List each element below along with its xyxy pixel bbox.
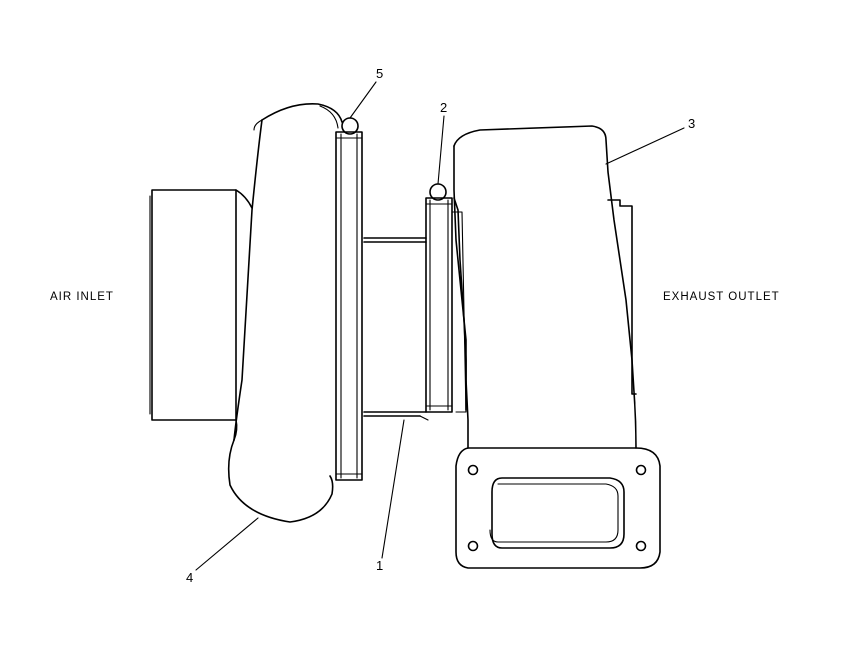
callout-2: 2 bbox=[440, 100, 447, 115]
callout-leaders bbox=[195, 81, 685, 571]
compressor-housing bbox=[227, 103, 343, 523]
callout-3: 3 bbox=[688, 116, 695, 131]
exhaust-flange bbox=[455, 447, 661, 569]
air-inlet-label: AIR INLET bbox=[50, 291, 114, 303]
callout-5: 5 bbox=[376, 66, 383, 81]
center-housing bbox=[363, 237, 429, 421]
turbine-housing bbox=[451, 125, 637, 449]
air-inlet-pipe bbox=[149, 189, 253, 441]
turbine-clamp-band bbox=[425, 183, 453, 413]
callout-1: 1 bbox=[376, 558, 383, 573]
callout-4: 4 bbox=[186, 570, 193, 585]
exhaust-outlet-label: EXHAUST OUTLET bbox=[663, 291, 780, 303]
compressor-clamp-band bbox=[335, 117, 363, 481]
